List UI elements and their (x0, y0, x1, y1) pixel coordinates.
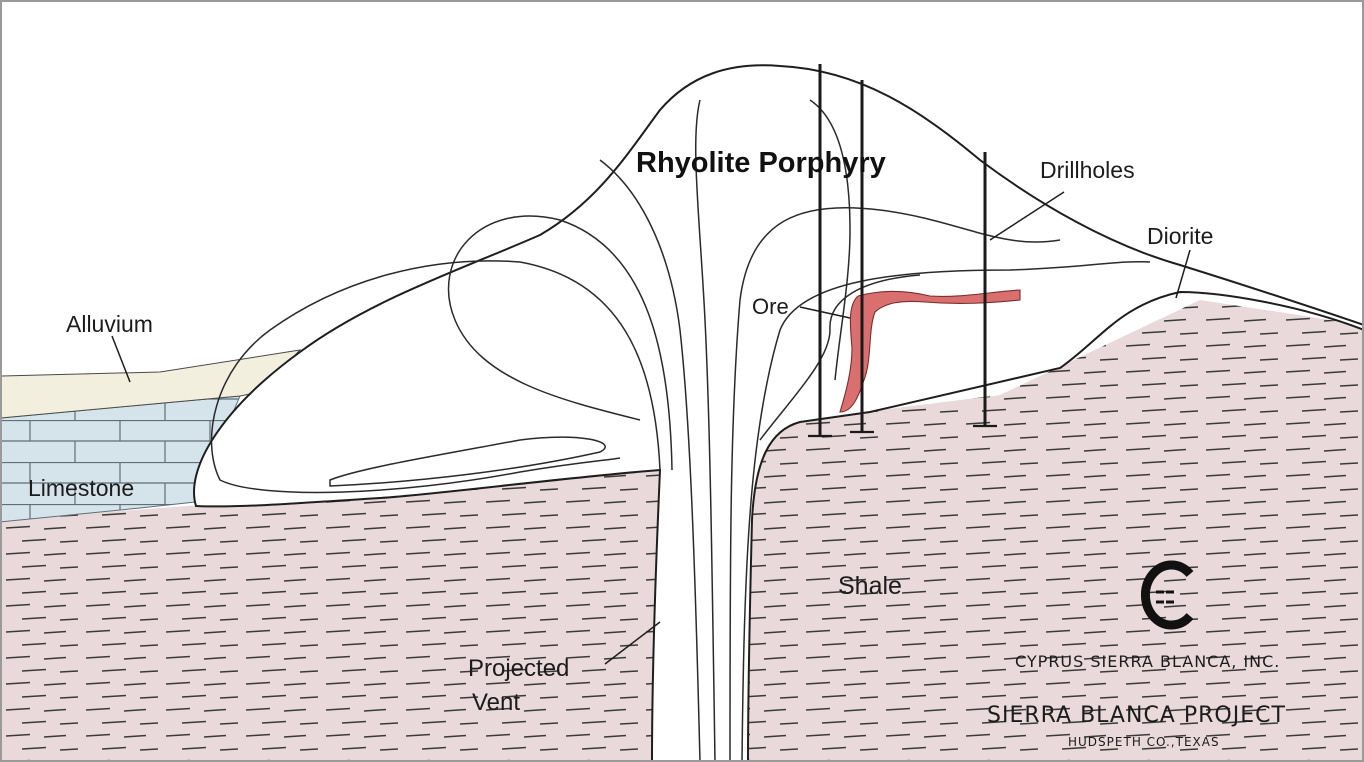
flow-banding (210, 99, 1151, 760)
ore-leader (799, 306, 851, 319)
ore-zone (839, 289, 1021, 413)
leader-lines (111, 191, 1191, 665)
drillholes-leader (989, 191, 1065, 241)
projected-vent-label-line2: Vent (472, 689, 520, 716)
ore-label: Ore (752, 294, 789, 319)
rhyolite-porphyry-label: Rhyolite Porphyry (636, 147, 886, 179)
limestone-label: Limestone (28, 475, 134, 501)
drillholes (808, 64, 997, 438)
company-name: CYPRUS SIERRA BLANCA, INC. (1015, 652, 1280, 671)
project-name: SIERRA BLANCA PROJECT (987, 703, 1286, 728)
diorite-leader (1175, 249, 1191, 299)
rhyolite-porphyry-body (193, 64, 1362, 760)
alluvium-leader (111, 335, 131, 383)
cyprus-logo-icon (1140, 560, 1194, 630)
shale-label: Shale (838, 572, 902, 600)
vent-leader (604, 621, 661, 665)
project-location: HUDSPETH CO.,TEXAS (1068, 735, 1220, 749)
drillholes-label: Drillholes (1040, 157, 1135, 183)
diorite-label: Diorite (1147, 223, 1213, 249)
alluvium-label: Alluvium (66, 311, 153, 337)
projected-vent-label-line1: Projected (468, 655, 569, 682)
